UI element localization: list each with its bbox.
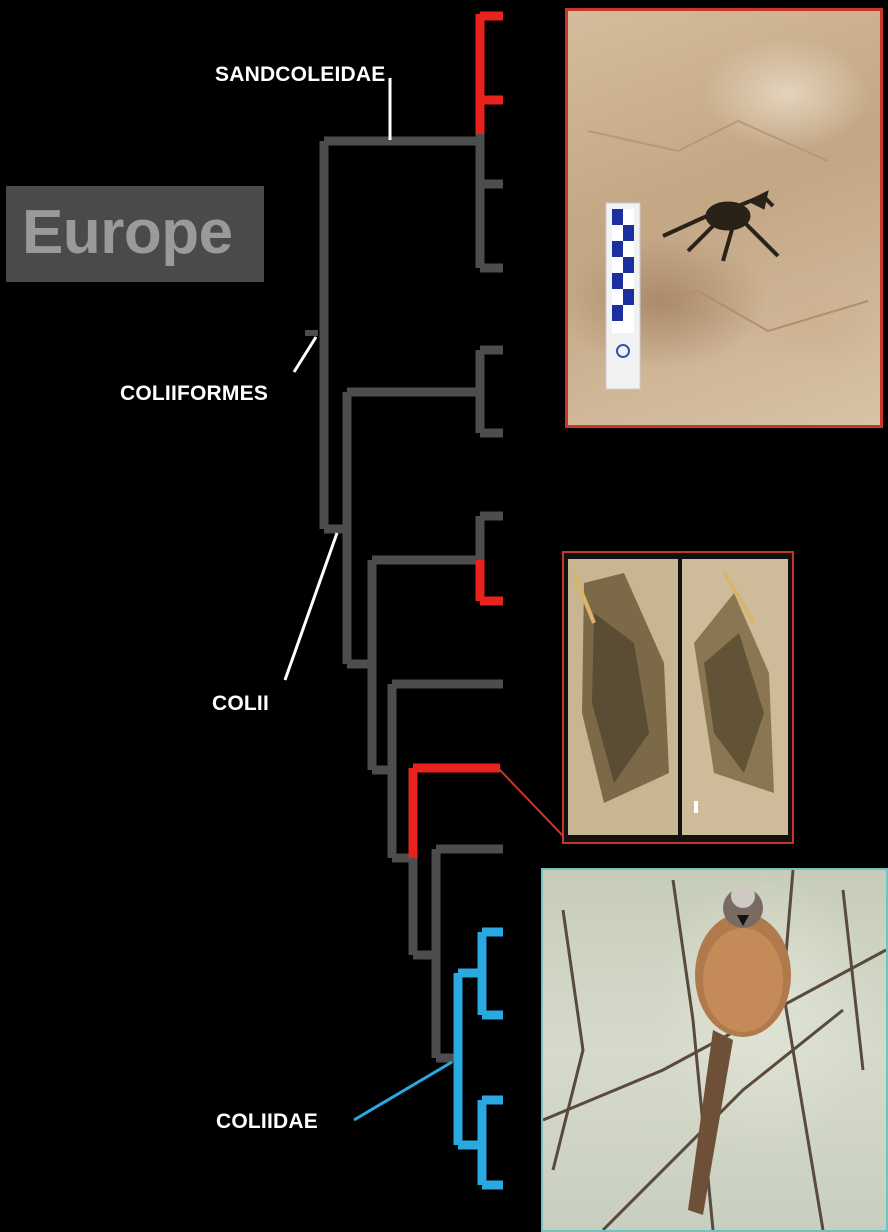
bird-icon <box>695 884 791 1037</box>
tree-branches-gray <box>305 98 503 1058</box>
region-label: Europe <box>22 197 233 268</box>
fossil-slab-photo <box>565 8 883 428</box>
label-colii: COLII <box>212 692 269 716</box>
scale-bar <box>606 203 640 389</box>
fossil-part-counterpart-photo <box>562 551 794 844</box>
mousebird-illustration <box>543 870 886 1230</box>
label-coliiformes: COLIIFORMES <box>120 382 268 406</box>
speckled-mousebird-photo <box>541 868 888 1232</box>
fossil-slab-illustration <box>568 11 883 428</box>
leader-fossil-photo <box>498 768 565 838</box>
fossil-pair-illustration <box>564 553 792 842</box>
leader-coliiformes <box>294 337 316 372</box>
fossil-bird-icon <box>663 191 778 261</box>
label-sandcoleidae: SANDCOLEIDAE <box>215 63 385 87</box>
leader-coliidae <box>354 1062 452 1120</box>
tree-branches-blue <box>458 932 503 1185</box>
label-coliidae: COLIIDAE <box>216 1110 318 1134</box>
leader-colii <box>285 533 337 680</box>
